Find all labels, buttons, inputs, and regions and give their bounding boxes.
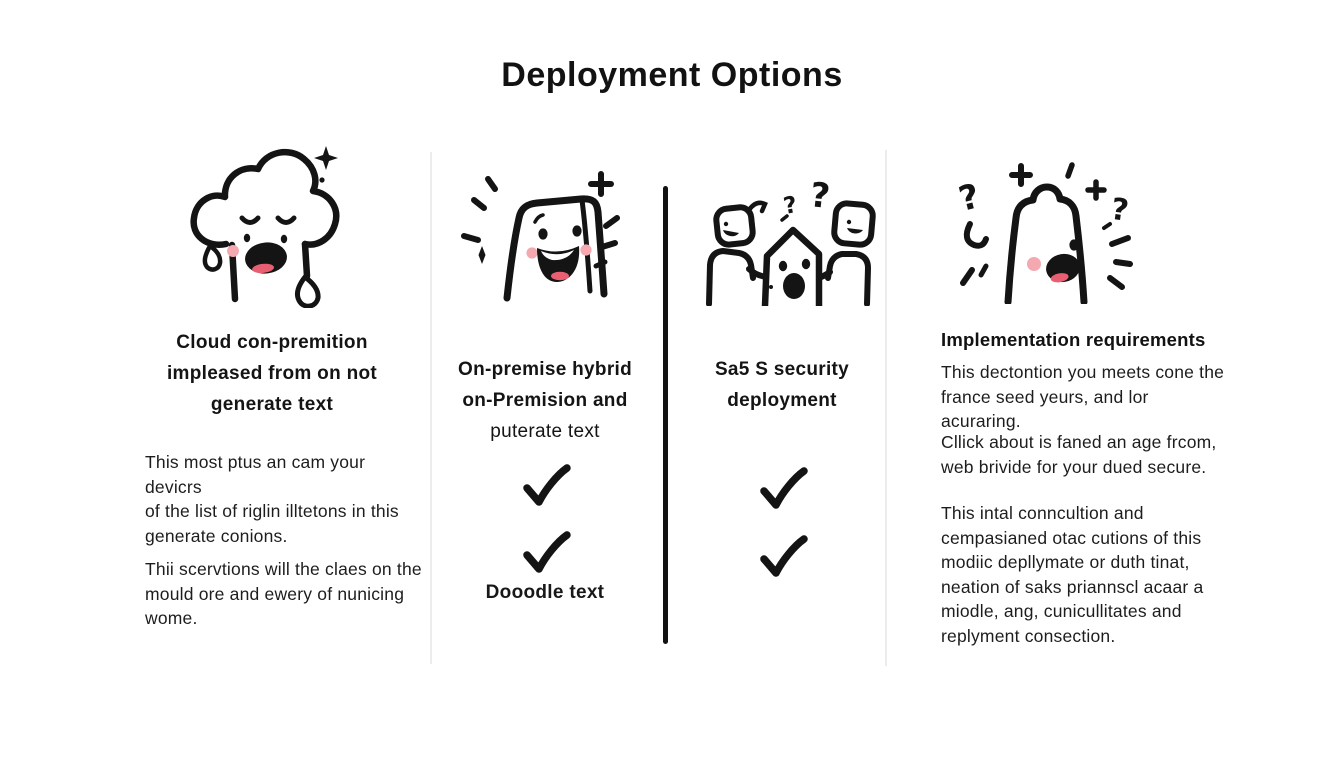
saas-column-heading: Sa5 S security deployment [662,354,902,416]
paragraph-line: neation of saks priannscl acaar a [941,576,1204,597]
heading-line: On-premise hybrid [457,359,633,380]
cloud-column-heading: Cloud con-premition impleased from on no… [122,327,422,420]
page-title: Deployment Options [501,56,843,94]
cloud-paragraph-1: This most ptus an cam your devicrs of th… [145,450,425,548]
paragraph-line: of the list of riglin illtetons in this [145,501,399,522]
checkmark-icon [495,462,595,510]
column-divider-line [663,186,668,644]
svg-text:?: ? [1109,192,1131,229]
paragraph-line: modiic depllymate or duth tinat, [941,552,1190,573]
paragraph-line: This most ptus an cam your devicrs [145,452,366,497]
implementation-paragraph-1: This dectontion you meets cone the franc… [941,360,1226,434]
cloud-paragraph-2: Thii scervtions will the claes on the mo… [145,557,425,631]
doodle-caption: Dooodle text [485,582,605,603]
happy-server-box-icon [455,166,635,309]
paragraph-line: mould ore and ewery of nunicing [145,583,405,604]
paragraph-line: france seed yeurs, and lor acuraring. [941,386,1149,432]
checkmark-icon [732,465,832,513]
column-separator-faint-right [885,150,887,666]
sad-crying-cloud-icon [176,136,346,313]
heading-line: deployment [727,390,837,411]
checkmark-icon [732,533,832,581]
svg-text:?: ? [782,192,800,220]
paragraph-line: miodle, ang, cunicullitates and [941,601,1182,622]
paragraph-line: Cllick about is faned an age frcom, [941,432,1217,452]
heading-line: generate text [210,394,334,415]
heading-line: on-Premision and [462,390,628,411]
paragraph-line: This dectontion you meets cone the [941,362,1225,382]
paragraph-line: This intal conncultion and [941,503,1144,523]
paragraph-line: web brivide for your dued secure. [941,456,1207,477]
svg-text:?: ? [808,175,832,217]
paragraph-line: replyment consection. [941,625,1116,646]
heading-line: puterate text [490,421,600,442]
paragraph-line: Thii scervtions will the claes on the [145,559,422,579]
excited-character-icon: ? ? [936,156,1146,309]
paragraph-line: generate conions. [145,525,288,546]
paragraph-line: wome. [145,608,198,629]
implementation-heading: Implementation requirements [941,329,1206,350]
svg-text:?: ? [955,176,984,220]
implementation-paragraph-3: This intal conncultion and cempasianed o… [941,501,1226,649]
heading-line: impleased from on not [166,363,378,384]
heading-line: Cloud con-premition [176,332,368,353]
implementation-paragraph-2: Cllick about is faned an age frcom, web … [941,430,1226,479]
confused-people-group-icon: ? ? [697,168,877,311]
onpremise-column-heading: On-premise hybrid on-Premision and puter… [415,354,675,447]
checkmark-icon [495,529,595,577]
heading-line: Sa5 S security [714,359,850,380]
paragraph-line: cempasianed otac cutions of this [941,527,1202,548]
column-separator-faint-left [430,152,432,664]
